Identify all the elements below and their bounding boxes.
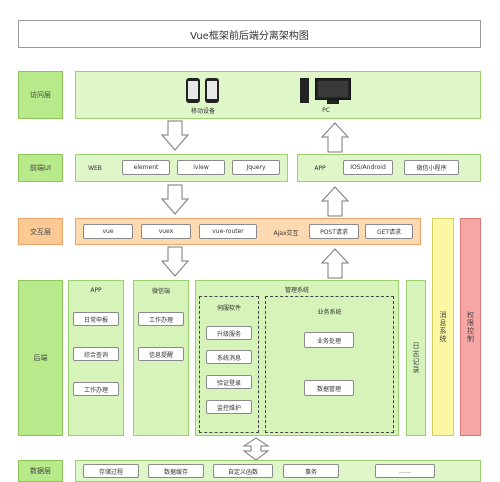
data-item-cache: 数据缓存	[148, 464, 204, 478]
diagram-title: Vue框架前后端分离架构图	[18, 20, 481, 48]
phone-screen	[188, 81, 198, 99]
pc-label: PC	[322, 107, 330, 114]
down-arrow-3	[160, 246, 190, 277]
layer-label-backend: 后端	[18, 280, 63, 436]
backend-app-item-3: 工作办理	[73, 382, 119, 396]
business-item-1: 业务处理	[304, 332, 354, 348]
management-system-title: 管理系统	[284, 286, 309, 294]
service-item-4: 监控维护	[206, 400, 252, 414]
backend-wechat-item-1: 工作办理	[138, 312, 184, 326]
interaction-item-vuex: vuex	[141, 224, 191, 239]
layer-label-frontend-ui-text: 前端UI	[29, 164, 52, 172]
up-arrow-2	[320, 186, 350, 217]
backend-app-item-2: 综合查询	[73, 347, 119, 361]
interaction-item-vue: vue	[83, 224, 133, 239]
mobile-phone-icon-2	[205, 78, 219, 103]
layer-label-interaction-text: 交互层	[30, 227, 51, 236]
monitor-stand	[327, 100, 339, 104]
ajax-item-post: POST请求	[309, 224, 359, 239]
monitor-icon	[315, 78, 351, 100]
down-arrow-1	[160, 120, 190, 151]
diagram-title-text: Vue框架前后端分离架构图	[190, 30, 309, 42]
interaction-item-vue-router: vue-router	[199, 224, 257, 239]
service-software-group	[199, 296, 259, 433]
data-item-custom-function: 自定义函数	[213, 464, 273, 478]
data-item-stored-procedure: 存储过程	[83, 464, 139, 478]
up-arrow-1	[320, 122, 350, 153]
layer-label-data-text: 数据层	[30, 467, 51, 475]
monitor-screen	[318, 81, 348, 97]
backend-app-title: APP	[90, 286, 102, 294]
layer-label-backend-text: 后端	[33, 354, 48, 362]
app-item-wechat-mini: 微信小程序	[404, 160, 459, 175]
layer-label-access-text: 访问层	[30, 91, 51, 99]
data-item-more: ……	[375, 464, 435, 478]
service-item-3: 验证登录	[206, 375, 252, 389]
permission-control-bar: 权限控制	[460, 218, 481, 436]
web-item-iview: iview	[177, 160, 225, 175]
permission-control-label: 权限控制	[466, 311, 475, 343]
service-software-title: 伺服软件	[216, 304, 241, 312]
backend-app-item-1: 日常申报	[73, 312, 119, 326]
business-system-group	[265, 296, 394, 433]
web-item-jquery: Jquery	[232, 160, 280, 175]
ajax-item-get: GET请求	[365, 224, 413, 239]
business-system-title: 业务系统	[317, 308, 342, 316]
phone-screen-2	[207, 81, 217, 99]
data-item-transaction: 事务	[283, 464, 339, 478]
double-arrow	[242, 437, 270, 461]
log-record-bar: 日志记录	[406, 280, 426, 436]
access-band	[75, 71, 481, 119]
layer-label-interaction: 交互层	[18, 218, 63, 245]
log-record-label: 日志记录	[412, 342, 420, 374]
pc-tower-icon	[300, 78, 309, 103]
service-item-1: 升级服务	[206, 326, 252, 340]
message-system-label: 消息系统	[439, 311, 447, 343]
app-label: APP	[314, 164, 326, 172]
down-arrow-2	[160, 184, 190, 215]
business-item-2: 数据管理	[304, 380, 354, 396]
ajax-label: Ajax交互	[273, 229, 299, 237]
backend-wechat-item-2: 信息提醒	[138, 347, 184, 361]
app-item-ios-android: IOS/Android	[343, 160, 393, 175]
message-system-bar: 消息系统	[432, 218, 454, 436]
service-item-2: 系统消息	[206, 350, 252, 364]
up-arrow-3	[320, 248, 350, 279]
web-item-element: element	[122, 160, 170, 175]
mobile-phone-icon	[186, 78, 200, 103]
web-label: WEB	[88, 164, 102, 172]
layer-label-frontend-ui: 前端UI	[18, 154, 63, 182]
mobile-label: 移动设备	[190, 108, 215, 115]
layer-label-data: 数据层	[18, 460, 63, 482]
backend-wechat-title: 微信端	[151, 287, 170, 295]
layer-label-access: 访问层	[18, 71, 63, 119]
